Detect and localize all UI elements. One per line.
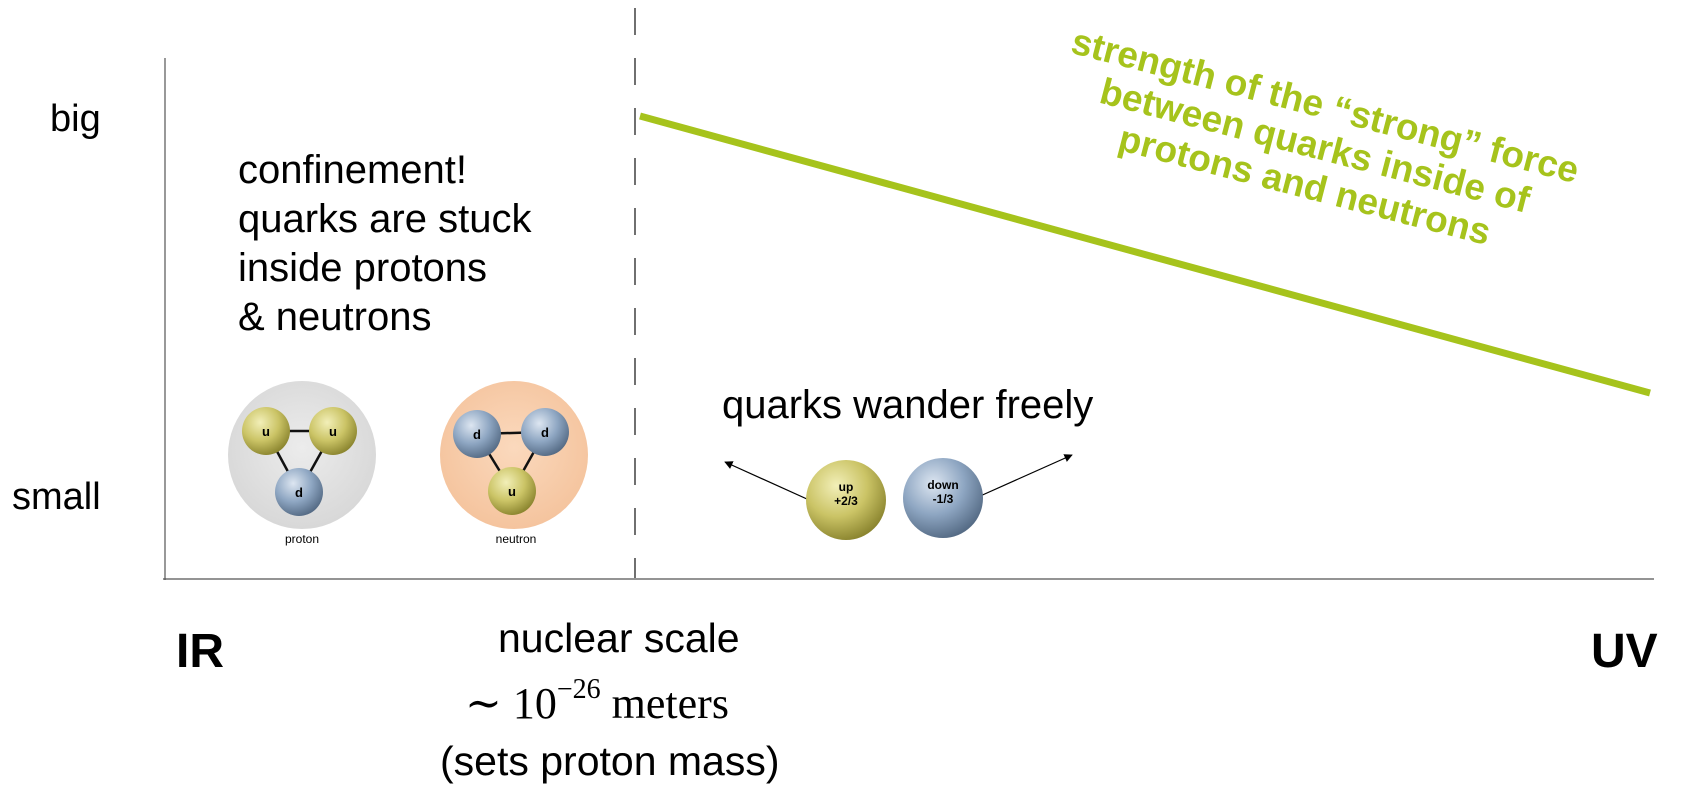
down-quark-name: down (927, 478, 958, 492)
math-prefix: ∼ 10 (465, 679, 557, 728)
free-down-quark-ball (903, 458, 983, 538)
quark-letter: u (508, 484, 516, 499)
confinement-line: & neutrons (238, 295, 432, 339)
math-exponent: −26 (556, 674, 601, 706)
free-quarks-label: quarks wander freely (722, 383, 1094, 427)
proton-diagram: u u d proton (228, 381, 376, 546)
down-quark-arrow (977, 454, 1073, 498)
quark-letter: d (295, 485, 303, 500)
x-axis-left-label: IR (176, 625, 224, 678)
neutron-diagram: d d u neutron (440, 381, 588, 546)
nuclear-scale-note: (sets proton mass) (440, 738, 780, 784)
up-quark-ball (242, 407, 290, 455)
free-up-quark-ball (806, 460, 886, 540)
math-unit: meters (611, 679, 729, 728)
quark-letter: u (262, 424, 270, 439)
y-axis-bottom-label: small (12, 476, 101, 518)
down-quark-ball (275, 468, 323, 516)
up-quark-arrow (724, 461, 819, 505)
strength-curve-line (639, 112, 1651, 397)
confinement-line: inside protons (238, 246, 488, 290)
quark-letter: d (541, 425, 549, 440)
y-axis-top-label: big (50, 98, 101, 140)
quark-letter: u (329, 424, 337, 439)
up-quark-name: up (839, 480, 854, 494)
x-axis-right-label: UV (1591, 625, 1658, 678)
proton-caption: proton (285, 532, 319, 546)
up-quark-charge: +2/3 (834, 494, 858, 508)
quark-letter: d (473, 427, 481, 442)
free-quarks: up +2/3 down -1/3 (724, 454, 1073, 540)
nuclear-scale-label: nuclear scale (498, 615, 740, 661)
neutron-caption: neutron (496, 532, 537, 546)
confinement-text: confinement! quarks are stuck inside pro… (238, 146, 531, 342)
up-quark-ball (488, 467, 536, 515)
down-quark-ball (521, 408, 569, 456)
down-quark-ball (453, 410, 501, 458)
down-quark-charge: -1/3 (933, 492, 954, 506)
confinement-line: quarks are stuck (238, 197, 532, 241)
confinement-line: confinement! (238, 148, 468, 192)
nuclear-scale-math: ∼ 10−26 meters (465, 674, 729, 729)
up-quark-ball (309, 407, 357, 455)
